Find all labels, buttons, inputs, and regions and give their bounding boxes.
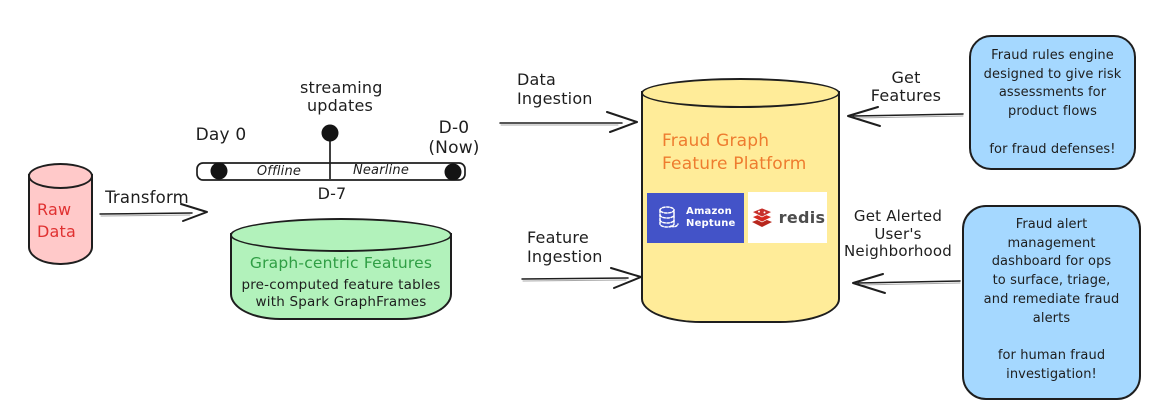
redis-logo: redis [748,192,827,243]
timeline-end-dot [444,163,462,181]
timeline-bar [196,162,466,181]
neptune-logo: Amazon Neptune [647,193,744,243]
fraud-alert-text: Fraud alert management dashboard for ops… [983,217,1120,382]
redis-label: redis [778,207,826,227]
neptune-db-icon [659,206,679,228]
fraud-rules-box: Fraud rules engine designed to give risk… [969,35,1136,170]
neptune-label: Amazon Neptune [686,206,736,229]
timeline [196,124,466,181]
data-ingestion-label: Data Ingestion [517,70,593,109]
graph-features-cylinder: Graph-centric Features pre-computed feat… [230,218,452,320]
platform-top [641,78,840,108]
get-neighborhood-label: Get Alerted User's Neighborhood [843,207,953,261]
streaming-updates-label: streaming updates [300,78,383,116]
streaming-dot [321,124,339,142]
redis-icon [750,207,773,227]
raw-data-cylinder: Raw Data [28,163,93,265]
platform-title: Fraud Graph Feature Platform [662,131,807,174]
feature-ingestion-arrow [521,267,642,289]
d7-label: D-7 [317,184,347,203]
data-ingestion-arrow [499,111,638,133]
transform-arrow [99,203,208,222]
get-features-label: Get Features [870,68,942,106]
timeline-start-dot [210,162,228,180]
raw-data-top [28,163,93,189]
platform-cylinder: Fraud Graph Feature Platform Amazon Nept… [641,78,840,323]
day0-label: Day 0 [195,125,247,145]
get-neighborhood-arrow [852,273,961,294]
raw-data-label: Raw Data [37,200,77,242]
nearline-label: Nearline [352,163,410,178]
graph-features-subtitle: pre-computed feature tables with Spark G… [241,277,441,310]
transform-label: Transform [105,188,189,207]
get-features-arrow [847,106,964,127]
raw-data-body [28,174,93,265]
offline-label: Offline [256,164,302,179]
fraud-rules-text: Fraud rules engine designed to give risk… [983,48,1122,157]
feature-ingestion-label: Feature Ingestion [527,228,603,267]
d0-now-label: D-0 (Now) [428,118,480,159]
graph-features-top [230,218,452,252]
fraud-alert-box: Fraud alert management dashboard for ops… [962,205,1141,400]
graph-features-title: Graph-centric Features [249,254,433,272]
